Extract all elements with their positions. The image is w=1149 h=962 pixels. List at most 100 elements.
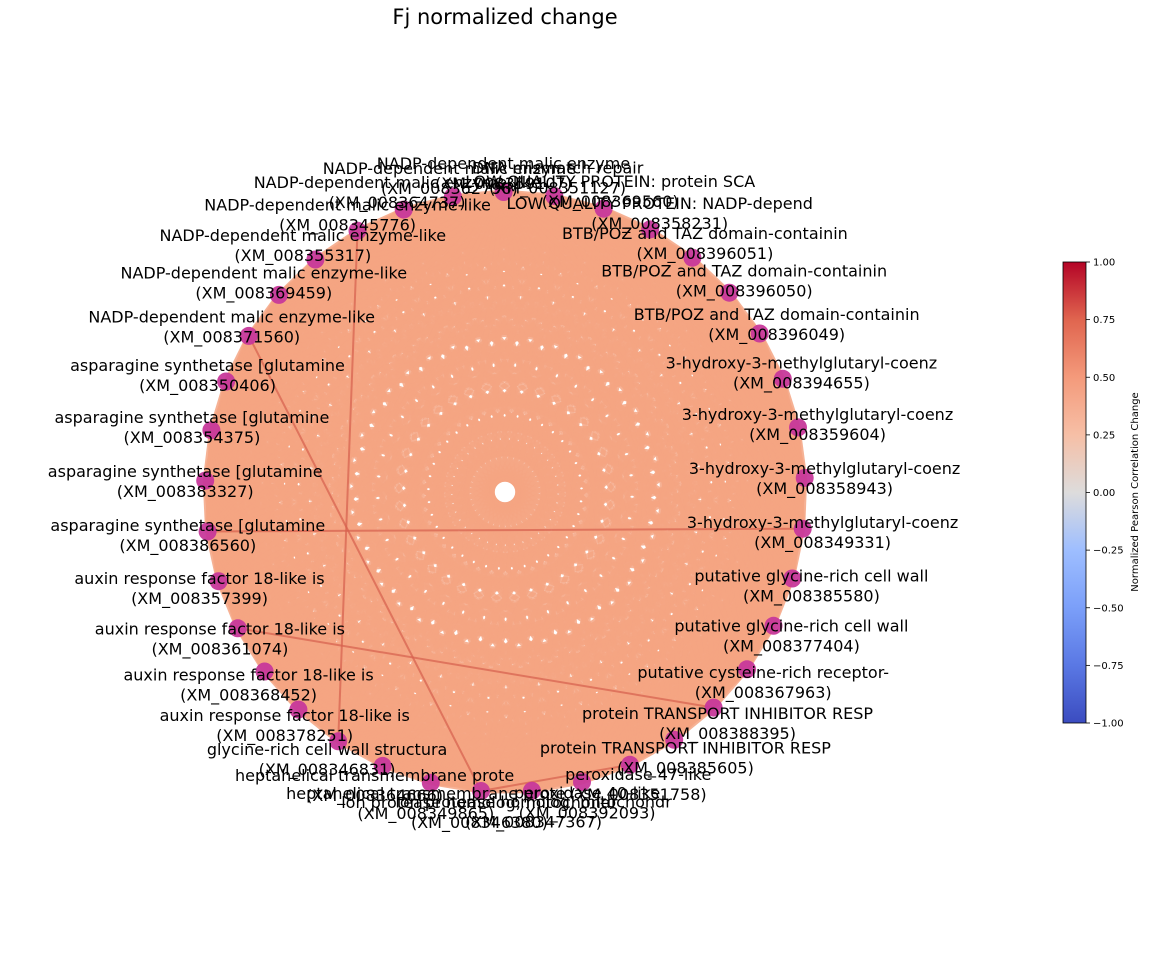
node-label: peroxidase 47-like(XM_008351758)	[565, 765, 711, 805]
colorbar-tick-label: −0.25	[1093, 546, 1124, 557]
network-node	[704, 698, 723, 717]
network-edge	[601, 207, 750, 671]
node-label: putative glycine-rich cell wall(XM_00837…	[674, 617, 908, 657]
node-label: auxin response factor 18-like is(XM_0083…	[160, 706, 410, 746]
network-edge	[502, 189, 731, 295]
network-edge-strong	[207, 527, 803, 533]
network-edge	[552, 194, 785, 381]
label-layer: NADP-dependent malic enzyme(XM_008362796…	[48, 154, 961, 833]
colorbar-tick-label: 0.25	[1093, 430, 1115, 441]
network-edge	[224, 189, 506, 384]
network-edge	[216, 190, 506, 583]
network-edge	[552, 194, 795, 580]
network-node	[795, 468, 814, 487]
network-edge	[502, 189, 694, 261]
network-edge-strong	[337, 230, 359, 742]
network-node	[472, 782, 490, 800]
network-node	[255, 662, 274, 681]
network-edge	[501, 190, 776, 628]
network-edge	[501, 191, 633, 766]
network-node	[594, 199, 613, 218]
network-node	[198, 522, 217, 541]
network-edge	[277, 189, 505, 298]
node-label: peroxidase 40-like(XM_008392093)	[514, 783, 660, 823]
network-node	[545, 187, 564, 206]
network-node	[789, 418, 807, 437]
node-label: putative glycine-rich cell wall(XM_00838…	[694, 566, 928, 606]
network-edge	[428, 191, 507, 784]
node-label: NADP-dependent malic enzyme(XM_008362796…	[323, 159, 576, 199]
network-edge	[296, 191, 506, 711]
node-layer	[196, 183, 814, 800]
network-node	[196, 471, 215, 490]
network-node	[494, 183, 513, 201]
node-label: lon protease homolog, mitochondr(XM_0083…	[395, 793, 672, 833]
network-edge	[501, 190, 807, 480]
network-node	[239, 326, 258, 345]
network-node	[306, 250, 325, 269]
network-node	[738, 660, 756, 679]
node-label: auxin response factor 18-like is(XM_0083…	[123, 666, 373, 706]
network-edge	[601, 207, 800, 430]
network-edge	[262, 190, 506, 673]
node-label: auxin response factor 18-like is(XM_0083…	[95, 619, 345, 659]
network-edge	[205, 190, 506, 534]
node-label: heptahelical transmembrane prote(XM_0083…	[286, 784, 565, 824]
colorbar-tick-label: 0.75	[1093, 315, 1115, 326]
network-edge	[502, 190, 800, 430]
chart-title: Fj normalized change	[392, 5, 617, 29]
node-label: BTB/POZ and TAZ domain-containin(XM_0083…	[634, 305, 920, 345]
network-edge-strong	[247, 335, 482, 792]
network-node	[202, 421, 221, 440]
network-edge	[314, 189, 505, 262]
node-label: 3-hydroxy-3-methylglutaryl-coenz(XM_0083…	[682, 405, 953, 445]
network-edge	[502, 189, 785, 381]
node-label: LOW QUALITY PROTEIN: NADP-depend(XM_0083…	[507, 194, 813, 234]
node-label: DNA mismatch repair(XM_008351127)	[472, 158, 644, 198]
network-node	[228, 619, 247, 638]
network-node	[394, 200, 413, 219]
colorbar-ticks: 1.000.750.500.250.00−0.25−0.50−0.75−1.00	[1086, 258, 1124, 730]
network-node	[573, 773, 591, 791]
node-label: protein TRANSPORT INHIBITOR RESP(XM_0083…	[540, 738, 831, 778]
network-edge	[209, 190, 506, 433]
node-label: BTB/POZ and TAZ domain-containin(XM_0083…	[601, 262, 887, 302]
colorbar-tick-label: 0.00	[1093, 488, 1115, 499]
network-edge	[552, 194, 776, 627]
network-edge	[235, 190, 506, 630]
colorbar-tick-label: −1.00	[1093, 719, 1124, 730]
network-node	[720, 283, 739, 302]
node-label: auxin response factor 18-like is(XM_0083…	[74, 569, 324, 609]
network-node	[289, 700, 308, 719]
node-label: asparagine synthetase [glutamine(XM_0083…	[70, 356, 345, 396]
node-label: putative cysteine-rich receptor-(XM_0083…	[637, 663, 889, 703]
network-edge	[502, 189, 761, 336]
colorbar-tick-label: 0.50	[1093, 373, 1115, 384]
network-edge	[501, 190, 750, 671]
node-label: NADP-dependent malic enzyme(XM_008359107…	[377, 154, 630, 194]
node-label: glycine-rich cell wall structura(XM_0083…	[207, 740, 448, 780]
node-label: heptahelical transmembrane prote(XM_0083…	[235, 766, 514, 806]
node-label: NADP-dependent malic enzyme-like(XM_0083…	[160, 226, 447, 266]
network-node	[373, 756, 392, 775]
network-node	[764, 616, 783, 635]
node-label: BTB/POZ and TAZ domain-containin(XM_0083…	[562, 224, 848, 264]
node-label: asparagine synthetase [glutamine(XM_0083…	[55, 408, 330, 448]
node-label: 3-hydroxy-3-methylglutaryl-coenz(XM_0083…	[687, 513, 958, 553]
network-edge	[501, 190, 805, 531]
network-edge	[501, 191, 677, 741]
node-label: protein TRANSPORT INHIBITOR RESP(XM_0083…	[582, 704, 873, 744]
node-label: NADP-dependent malic enzyme-like(XM_0083…	[88, 308, 375, 348]
network-node	[217, 372, 236, 391]
network-node	[793, 519, 812, 538]
network-node	[269, 285, 288, 304]
node-label: 3-hydroxy-3-methylglutaryl-coenz(XM_0083…	[666, 353, 937, 393]
network-node	[773, 369, 792, 388]
network-edge	[478, 191, 507, 792]
network-node	[750, 324, 769, 343]
network-node	[421, 773, 440, 792]
network-node	[665, 730, 684, 749]
colorbar-tick-label: −0.75	[1093, 661, 1124, 672]
node-label: NADP-dependent malic enzyme-like(XM_0083…	[254, 173, 541, 213]
